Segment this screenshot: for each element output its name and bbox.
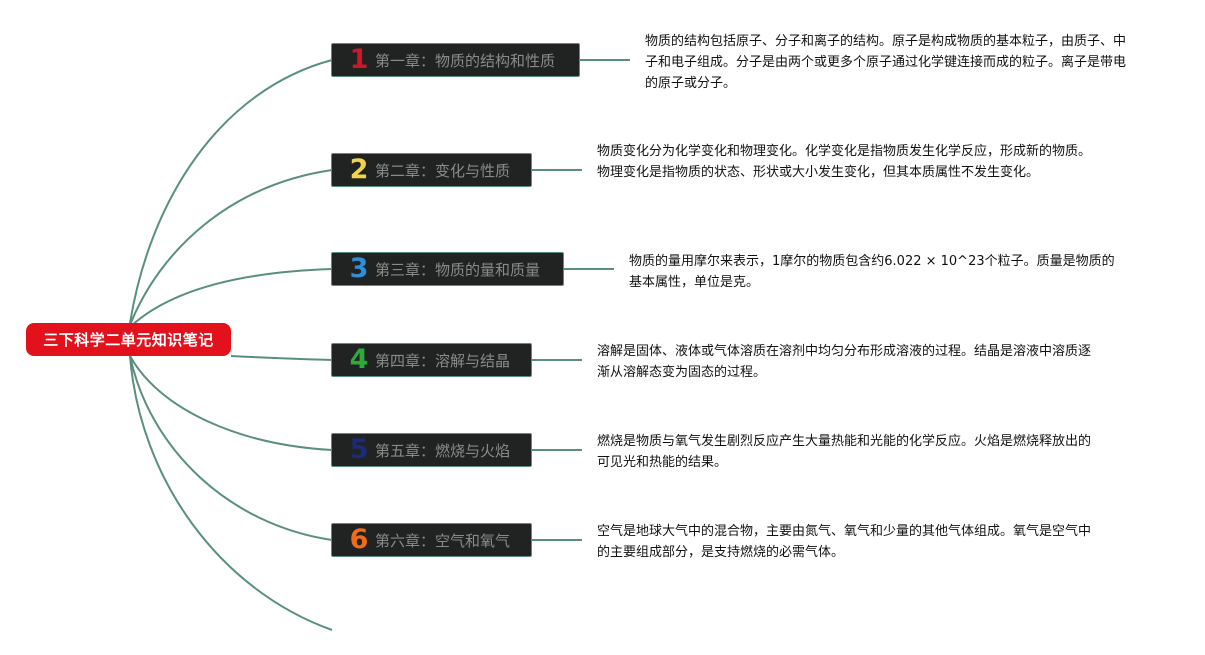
- chapter-number-6: 6: [349, 524, 369, 555]
- branch-line-5: [129, 355, 333, 451]
- chapter-node-3[interactable]: 3 第三章：物质的量和质量: [331, 252, 564, 286]
- branch-line-6: [129, 355, 333, 541]
- chapter-label-4: 第四章：溶解与结晶: [375, 351, 511, 370]
- chapter-node-6[interactable]: 6 第六章：空气和氧气: [331, 523, 532, 557]
- chapter-note-3: 物质的量用摩尔来表示，1摩尔的物质包含约6.022 × 10^23个粒子。质量是…: [629, 254, 1115, 290]
- chapter-number-4: 4: [349, 344, 369, 375]
- chapter-node-5[interactable]: 5 第五章：燃烧与火焰: [331, 433, 532, 467]
- branch-line-3: [129, 268, 333, 328]
- chapter-label-1: 第一章：物质的结构和性质: [375, 51, 556, 70]
- chapter-label-3: 第三章：物质的量和质量: [375, 260, 541, 279]
- branch-line-7: [129, 355, 333, 631]
- chapter-label-2: 第二章：变化与性质: [375, 161, 511, 180]
- branch-line-2: [129, 169, 333, 326]
- chapter-note-2: 物质变化分为化学变化和物理变化。化学变化是指物质发生化学反应，形成新的物质。物理…: [597, 144, 1092, 180]
- chapter-node-1[interactable]: 1 第一章：物质的结构和性质: [331, 43, 580, 77]
- chapter-note-4: 溶解是固体、液体或气体溶质在溶剂中均匀分布形成溶液的过程。结晶是溶液中溶质逐渐从…: [597, 344, 1092, 380]
- root-title: 三下科学二单元知识笔记: [43, 331, 214, 349]
- chapter-label-6: 第六章：空气和氧气: [375, 531, 511, 550]
- chapter-label-5: 第五章：燃烧与火焰: [375, 441, 511, 460]
- chapter-note-6: 空气是地球大气中的混合物，主要由氮气、氧气和少量的其他气体组成。氧气是空气中的主…: [597, 524, 1092, 560]
- chapter-node-4[interactable]: 4 第四章：溶解与结晶: [331, 343, 532, 377]
- branch-line-4: [230, 355, 333, 361]
- root-node[interactable]: 三下科学二单元知识笔记: [26, 323, 231, 356]
- chapter-number-2: 2: [349, 154, 369, 185]
- chapter-number-5: 5: [349, 434, 369, 465]
- chapter-note-1: 物质的结构包括原子、分子和离子的结构。原子是构成物质的基本粒子，由质子、中子和电…: [645, 34, 1127, 91]
- chapter-node-2[interactable]: 2 第二章：变化与性质: [331, 153, 532, 187]
- chapter-number-1: 1: [349, 44, 369, 75]
- chapter-note-5: 燃烧是物质与氧气发生剧烈反应产生大量热能和光能的化学反应。火焰是燃烧释放出的可见…: [597, 434, 1092, 470]
- branch-line-1: [129, 59, 333, 324]
- chapter-number-3: 3: [349, 253, 369, 284]
